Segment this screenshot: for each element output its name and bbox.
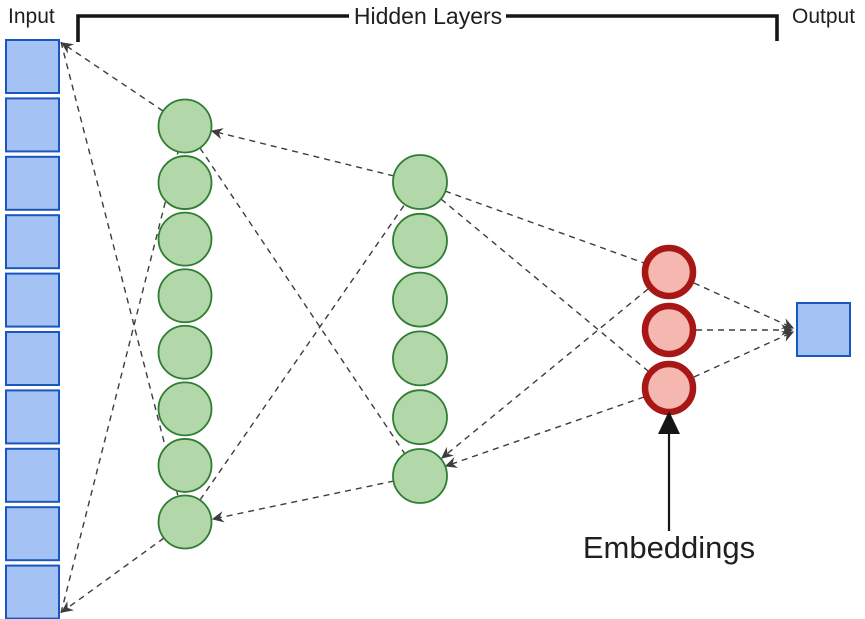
embeddings-label: Embeddings bbox=[583, 530, 755, 565]
input-node bbox=[5, 506, 60, 562]
output-layer bbox=[796, 302, 851, 357]
embedding-node bbox=[641, 360, 697, 416]
input-node bbox=[5, 272, 60, 328]
hidden-layers-bracket bbox=[76, 14, 779, 42]
hidden1-node bbox=[157, 381, 213, 437]
input-node bbox=[5, 39, 60, 94]
connection-line bbox=[440, 198, 649, 372]
connection-line bbox=[444, 396, 645, 468]
input-node bbox=[5, 155, 60, 211]
hidden1-node bbox=[157, 494, 213, 550]
connection-line bbox=[211, 480, 395, 523]
input-node bbox=[5, 389, 60, 445]
embedding-node bbox=[641, 244, 697, 300]
hidden-layer-1 bbox=[157, 98, 213, 550]
hidden1-node bbox=[157, 155, 213, 210]
connection-line bbox=[60, 41, 179, 497]
connection-line bbox=[693, 331, 795, 378]
input-node bbox=[5, 564, 60, 619]
connection-line bbox=[60, 42, 164, 112]
connection-line bbox=[444, 190, 645, 264]
input-node bbox=[5, 447, 60, 503]
connection-line bbox=[441, 288, 649, 459]
network-layers bbox=[5, 39, 851, 619]
hidden1-node bbox=[157, 268, 213, 324]
hidden1-node bbox=[157, 324, 213, 380]
embedding-layer bbox=[641, 244, 697, 416]
embeddings-arrowhead-icon bbox=[658, 411, 680, 434]
hidden2-node bbox=[392, 271, 448, 328]
hidden1-node bbox=[157, 98, 213, 154]
hidden-layer-2 bbox=[392, 154, 448, 504]
hidden2-node bbox=[392, 154, 448, 210]
embeddings-annotation: Embeddings bbox=[583, 411, 755, 565]
input-node bbox=[5, 97, 60, 153]
connection-line bbox=[60, 151, 179, 614]
connection-line bbox=[199, 147, 406, 455]
input-label: Input bbox=[8, 5, 55, 28]
hidden2-node bbox=[392, 448, 448, 504]
hidden2-node bbox=[392, 330, 448, 387]
hidden2-node bbox=[392, 389, 448, 446]
connection-line bbox=[210, 128, 395, 177]
hidden2-node bbox=[392, 212, 448, 269]
input-layer bbox=[5, 39, 60, 619]
input-node bbox=[5, 331, 60, 386]
connection-line bbox=[693, 282, 795, 329]
input-node bbox=[5, 214, 60, 270]
embedding-node bbox=[641, 302, 697, 358]
connection-lines bbox=[60, 41, 795, 614]
hidden1-node bbox=[157, 438, 213, 493]
output-node bbox=[796, 302, 851, 357]
connection-line bbox=[60, 537, 165, 613]
output-label: Output bbox=[792, 5, 855, 28]
connection-line bbox=[199, 203, 406, 501]
hidden1-node bbox=[157, 211, 213, 267]
hidden-layers-label: Hidden Layers bbox=[354, 3, 502, 29]
